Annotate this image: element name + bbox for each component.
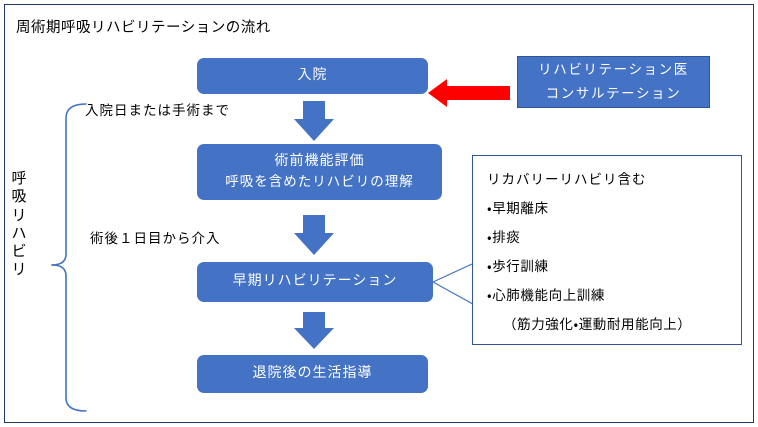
down-arrow-icon-3 <box>294 312 334 349</box>
notes-heading: リカバリーリハビリ含む <box>487 172 647 187</box>
page-title: 周術期呼吸リハビリテーションの流れ <box>16 20 271 36</box>
flow-step-early-rehab-label: 早期リハビリテーション <box>232 273 398 289</box>
list-item: ・早期離床 <box>487 201 549 216</box>
side-label-char: リ <box>11 262 27 279</box>
list-item: ・心肺機能向上訓練 <box>487 288 605 303</box>
flow-step-preop-assessment-sublabel: 呼吸を含めたリハビリの理解 <box>225 174 414 190</box>
side-label-char: ハ <box>11 225 27 242</box>
flow-step-preop-assessment[interactable]: 術前機能評価 呼吸を含めたリハビリの理解 <box>197 144 442 200</box>
down-arrow-icon-1 <box>294 101 334 141</box>
side-label-char: ビ <box>11 244 27 261</box>
curly-brace-icon <box>51 103 87 412</box>
list-item: ・排痰 <box>487 230 521 245</box>
phase-label-postop: 術後１日目から介入 <box>90 231 221 246</box>
notes-list: ・早期離床 ・排痰 ・歩行訓練 ・心肺機能向上訓練 （筋力強化・運動耐用能向上） <box>473 197 741 333</box>
left-arrow-icon <box>428 79 510 107</box>
flow-step-admission-label: 入院 <box>297 67 328 83</box>
side-label-respiratory-rehab: 呼 吸 リ ハ ビ リ <box>8 170 30 280</box>
flow-step-post-discharge-label: 退院後の生活指導 <box>252 365 373 381</box>
consultation-line-2: コンサルテーション <box>545 86 682 101</box>
consultation-box[interactable]: リハビリテーション医 コンサルテーション <box>517 56 710 108</box>
list-item-sub: （筋力強化・運動耐用能向上） <box>503 317 692 332</box>
flow-step-post-discharge[interactable]: 退院後の生活指導 <box>197 355 428 393</box>
list-item: ・歩行訓練 <box>487 259 549 274</box>
consultation-line-1: リハビリテーション医 <box>538 62 689 78</box>
flow-step-early-rehab[interactable]: 早期リハビリテーション <box>197 262 433 302</box>
side-label-char: 呼 <box>11 171 27 187</box>
down-arrow-icon-2 <box>294 215 334 255</box>
phase-label-preop: 入院日または手術まで <box>85 103 230 118</box>
side-label-char: 吸 <box>11 189 27 206</box>
flow-step-preop-assessment-label: 術前機能評価 <box>274 154 365 170</box>
notes-box: リカバリーリハビリ含む ・早期離床 ・排痰 ・歩行訓練 ・心肺機能向上訓練 （筋… <box>472 155 742 345</box>
side-label-char: リ <box>11 207 27 224</box>
flow-step-admission[interactable]: 入院 <box>197 58 428 94</box>
